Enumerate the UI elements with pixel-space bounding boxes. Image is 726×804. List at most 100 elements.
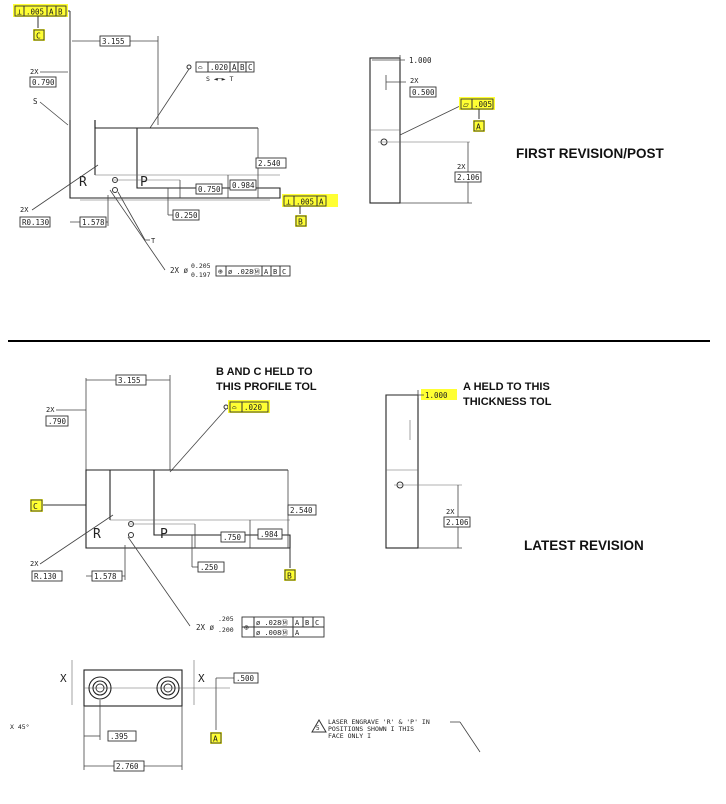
latest-2x-b: 2X bbox=[30, 560, 39, 568]
dim-0790: 0.790 bbox=[32, 78, 55, 87]
dim-0250: 0.250 bbox=[175, 211, 198, 220]
side-part-latest bbox=[385, 394, 419, 549]
latest-dim-1000: 1.000 bbox=[425, 391, 448, 400]
latest-dim-r130: R.130 bbox=[34, 572, 57, 581]
label-2x-a: 2X bbox=[30, 68, 39, 76]
top-fcf-tol: .005 bbox=[26, 8, 44, 17]
dim-2106-first: 2.106 bbox=[457, 173, 480, 182]
datum-b-label: B bbox=[298, 218, 303, 227]
latest-2x-a: 2X bbox=[46, 406, 55, 414]
latest-dim-984: .984 bbox=[260, 530, 279, 539]
note-triangle-icon bbox=[311, 719, 327, 733]
latest-revision-side-view: 1.000 2X 2.106 bbox=[385, 389, 471, 549]
bottom-datum-a: A bbox=[213, 735, 218, 744]
first-revision-side-view: 1.000 2X 0.500 ⏥ .005 A 2X 2.106 bbox=[369, 55, 495, 204]
datum-b-highlight bbox=[295, 215, 307, 227]
bottom-x-left: X bbox=[60, 672, 67, 685]
latest-hole-fcf-symbol: ⊕ bbox=[244, 623, 249, 632]
hole-fcf-tol: ø .028Ⓜ bbox=[228, 268, 260, 276]
top-fcf-datum-b: B bbox=[58, 8, 63, 17]
label-p: P bbox=[140, 175, 148, 190]
latest-datum-c-highlight bbox=[30, 499, 43, 512]
label-r: R bbox=[79, 175, 87, 190]
profile-fcf-b: B bbox=[240, 63, 245, 72]
note-bc-line2: THIS PROFILE TOL bbox=[216, 381, 317, 393]
hole-upper: 0.205 bbox=[191, 262, 211, 270]
latest-dim-2106: 2.106 bbox=[446, 518, 469, 527]
dim-3155: 3.155 bbox=[102, 37, 125, 46]
dim-r0130: R0.130 bbox=[22, 218, 50, 227]
latest-dim-250: .250 bbox=[200, 563, 219, 572]
perp-fcf-a: A bbox=[319, 198, 324, 207]
top-fcf-box bbox=[14, 5, 67, 17]
dim-2540: 2.540 bbox=[258, 159, 281, 168]
top-fcf-symbol: ⊥ bbox=[17, 8, 22, 17]
profile-fcf-tol: .020 bbox=[210, 63, 229, 72]
s-to-t: S ◄─► T bbox=[206, 75, 233, 83]
dim-0750: 0.750 bbox=[198, 185, 221, 194]
latest-profile-symbol: ⌓ bbox=[232, 403, 237, 412]
dim-1000-first: 1.000 bbox=[409, 56, 432, 65]
latest-revision-front-view: 3.155 ⌓ .020 2X .790 R P C 2.540 .984 .7… bbox=[30, 374, 325, 638]
note-line-2: POSITIONS SHOWN I THIS bbox=[328, 725, 414, 733]
latest-hole-fcf-tol2: ø .008Ⓜ bbox=[256, 629, 288, 637]
perp-fcf-tol: .005 bbox=[296, 198, 314, 207]
title-first-revision: FIRST REVISION/POST bbox=[516, 146, 665, 161]
hole-fcf-c: C bbox=[282, 268, 286, 276]
first-revision-front-view: ⊥ .005 A B C 3.155 ⌓ .020 A B C S ◄─► T … bbox=[13, 4, 338, 279]
side-2x-a: 2X bbox=[410, 77, 419, 85]
latest-hole-fcf-c: C bbox=[315, 619, 319, 627]
title-latest-revision: LATEST REVISION bbox=[524, 538, 644, 553]
bottom-dim-2760: 2.760 bbox=[116, 762, 139, 771]
latest-hole-callout: 2X ø bbox=[196, 623, 215, 632]
hole-callout: 2X ø bbox=[170, 266, 189, 275]
side-datum-a: A bbox=[476, 123, 481, 132]
bottom-x-right: X bbox=[198, 672, 205, 685]
note-a-line1: A HELD TO THIS bbox=[463, 381, 550, 393]
label-2x-b: 2X bbox=[20, 206, 29, 214]
latest-datum-b: B bbox=[287, 572, 292, 581]
side-2x-b: 2X bbox=[457, 163, 466, 171]
latest-dim-1578: 1.578 bbox=[94, 572, 117, 581]
profile-fcf-c: C bbox=[248, 63, 253, 72]
flat-fcf-tol: .005 bbox=[474, 100, 492, 109]
note-number: 5 bbox=[316, 725, 320, 732]
latest-datum-b-highlight bbox=[284, 569, 296, 581]
note-bc-line1: B AND C HELD TO bbox=[216, 366, 313, 378]
profile-fcf-a: A bbox=[232, 63, 237, 72]
latest-dim-3155: 3.155 bbox=[118, 376, 141, 385]
latest-hole-fcf-b: B bbox=[305, 619, 309, 627]
latest-side-2x: 2X bbox=[446, 508, 455, 516]
dim-0500: 0.500 bbox=[412, 88, 435, 97]
bottom-dim-500: .500 bbox=[236, 674, 255, 683]
note-line-3: FACE ONLY I bbox=[328, 732, 371, 740]
dim-0984: 0.984 bbox=[232, 181, 255, 190]
profile-fcf-symbol: ⌓ bbox=[198, 63, 203, 72]
top-fcf-datum-a: A bbox=[49, 8, 54, 17]
hole-lower: 0.197 bbox=[191, 271, 211, 279]
label-s: S bbox=[33, 97, 38, 106]
flat-fcf-highlight bbox=[459, 97, 495, 110]
latest-hole-fcf-tol1: ø .028Ⓜ bbox=[256, 619, 288, 627]
latest-label-r: R bbox=[93, 527, 101, 542]
hole-fcf-symbol: ⊕ bbox=[218, 267, 223, 276]
hole-fcf-a: A bbox=[264, 268, 269, 276]
bottom-view: X X .500 A .395 2.760 X 45° bbox=[10, 660, 259, 772]
flat-fcf-symbol: ⏥ bbox=[463, 100, 470, 109]
hole-fcf-b: B bbox=[273, 268, 277, 276]
latest-profile-tol: .020 bbox=[244, 403, 263, 412]
latest-hole-fcf-a: A bbox=[295, 619, 300, 627]
datum-c-highlight bbox=[33, 29, 45, 41]
label-t: T bbox=[151, 237, 156, 245]
datum-a-highlight bbox=[473, 120, 485, 132]
side-part-first bbox=[369, 57, 401, 204]
latest-dim-750: .750 bbox=[223, 533, 242, 542]
latest-dim-2540: 2.540 bbox=[290, 506, 313, 515]
latest-hole-upper: .205 bbox=[218, 615, 234, 623]
datum-c-label: C bbox=[36, 32, 41, 41]
latest-label-p: P bbox=[160, 527, 168, 542]
bottom-dim-395: .395 bbox=[110, 732, 128, 741]
latest-hole-fcf2-a: A bbox=[295, 629, 300, 637]
